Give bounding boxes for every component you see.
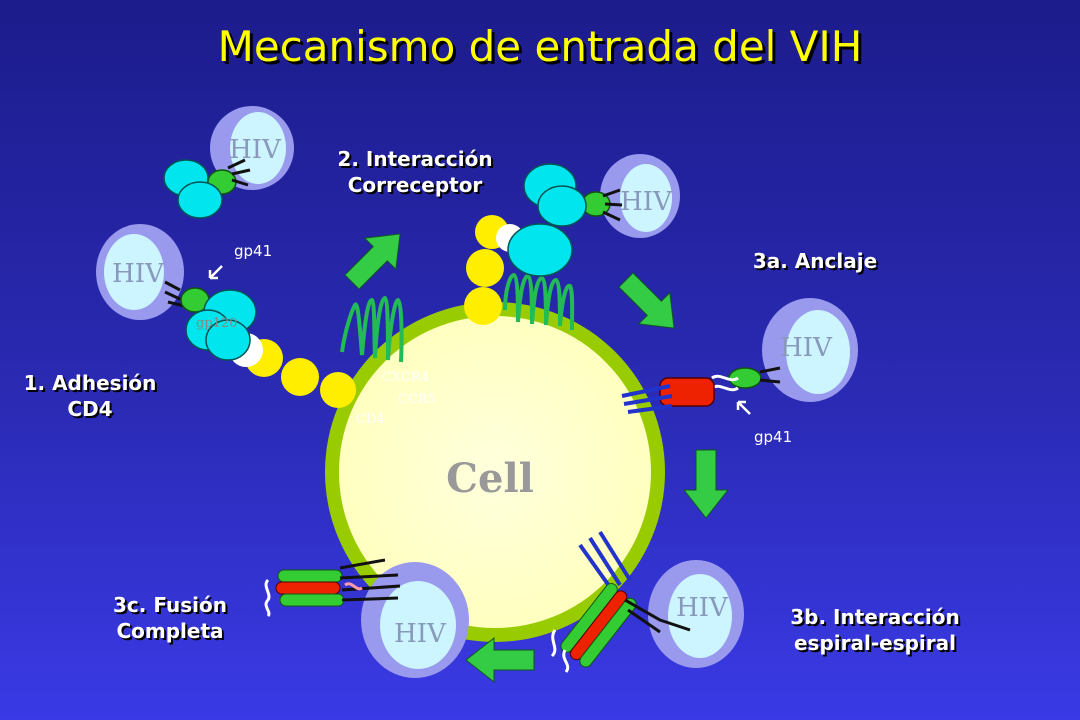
step-3c-label: 3c. Fusión Completa xyxy=(113,593,227,643)
page-title: Mecanismo de entrada del VIH xyxy=(217,22,863,71)
cd4-label: CD4 xyxy=(356,412,385,427)
hiv-virion-3: HIV xyxy=(507,154,680,277)
hiv-virion-5: HIV xyxy=(550,530,744,673)
hiv-virion-4: HIV xyxy=(621,298,858,414)
coreceptor-cxcr4 xyxy=(340,295,404,363)
step-1-label: 1. Adhesión CD4 xyxy=(23,371,157,421)
gp41-pointer-1 xyxy=(208,265,223,280)
gp41-label-2: gp41 xyxy=(754,428,793,446)
step-3b-label: 3b. Interacción espiral-espiral xyxy=(790,605,960,655)
hiv-label-4: HIV xyxy=(780,333,833,363)
gp120-label: gp120 xyxy=(196,316,238,331)
arrow-2-to-3a xyxy=(618,272,675,329)
hiv-virion-6: HIV xyxy=(264,558,469,678)
hiv-label-3: HIV xyxy=(620,187,673,217)
cxcr4-label: CXCR4 xyxy=(382,370,429,385)
cell-label: Cell xyxy=(446,455,534,502)
step-2-label: 2. Interacción Correceptor xyxy=(337,147,493,197)
arrow-3b-to-3c xyxy=(465,636,535,684)
hiv-label-5: HIV xyxy=(676,593,729,623)
hiv-virion-2: HIV xyxy=(96,224,257,361)
step-3a-label: 3a. Anclaje xyxy=(752,249,878,273)
gp41-label-1: gp41 xyxy=(234,242,273,260)
cell: Cell xyxy=(325,302,665,642)
arrow-1-to-2 xyxy=(344,233,401,290)
coreceptor-ccr5 xyxy=(503,272,575,331)
hiv-label-1: HIV xyxy=(229,135,282,165)
gp41-pointer-2 xyxy=(736,400,751,415)
hiv-label-6: HIV xyxy=(394,619,447,649)
ccr5-label: CCR5 xyxy=(398,392,436,407)
arrow-3a-to-3b xyxy=(682,449,730,519)
hiv-label-2: HIV xyxy=(112,259,165,289)
hiv-virion-1: HIV xyxy=(163,106,294,219)
